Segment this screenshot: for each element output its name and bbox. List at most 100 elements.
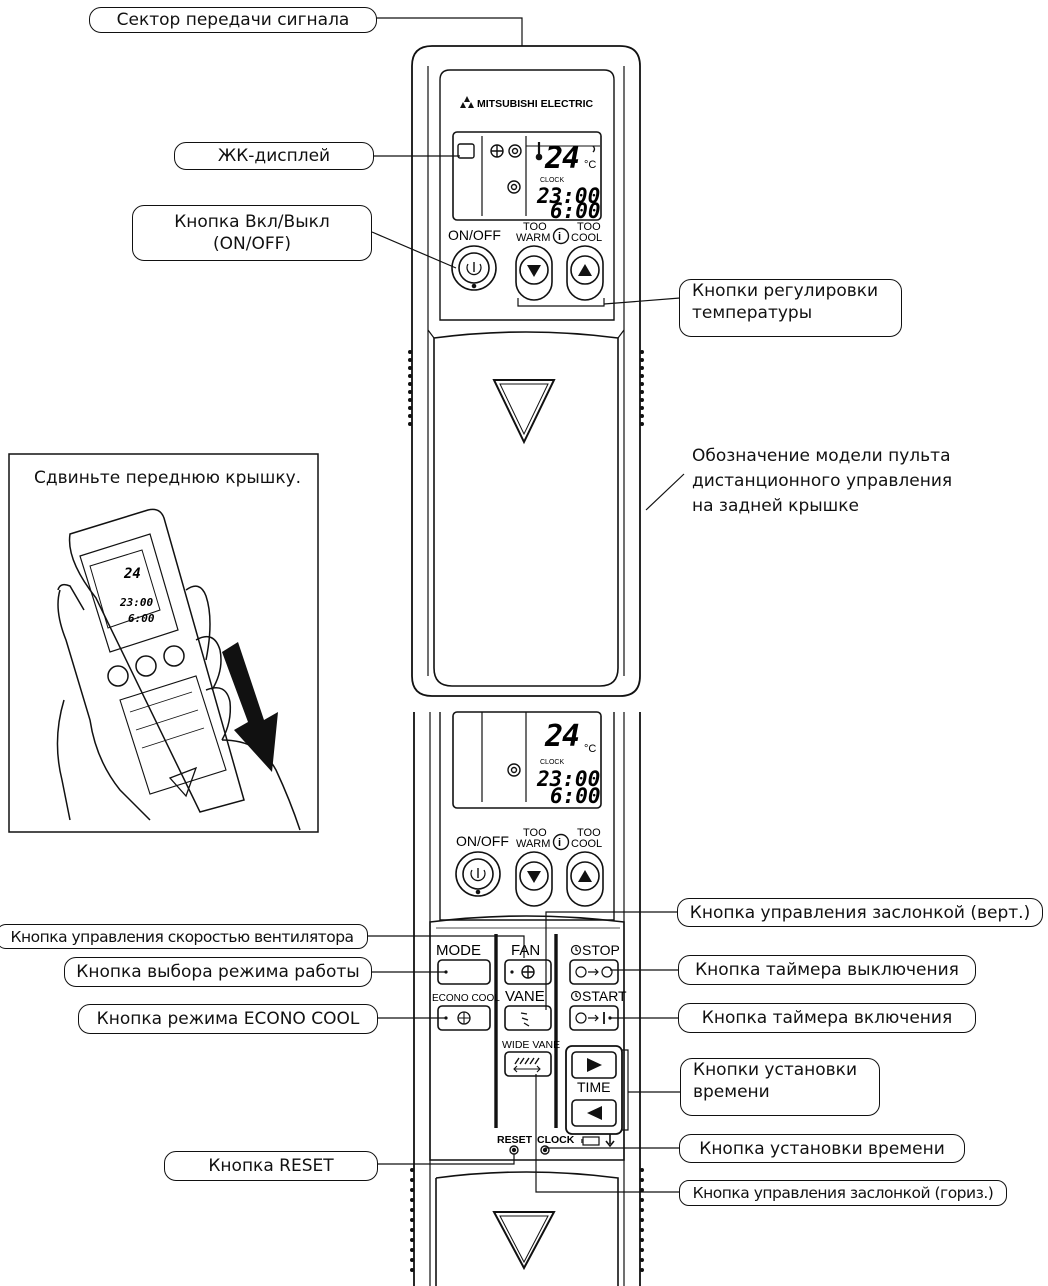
callout-temp-buttons: Кнопки регулировки температуры (679, 279, 902, 337)
start-label: START (582, 988, 627, 1004)
lcd-temperature: 24 (544, 141, 579, 176)
lcd-icons-upper (457, 142, 596, 194)
play-forward-icon (587, 1058, 602, 1072)
callout-time-buttons: Кнопки установки времени (680, 1058, 880, 1116)
lcd-icons-lower (507, 763, 521, 777)
callout-signal-sector-text: Сектор передачи сигнала (116, 10, 350, 30)
stop-label: STOP (582, 942, 620, 958)
callout-clock-set: Кнопка установки времени (679, 1134, 965, 1163)
mode-label: MODE (436, 942, 481, 959)
onoff-label-lower: ON/OFF (456, 833, 509, 849)
callout-reset-text: Кнопка RESET (208, 1156, 334, 1176)
inset-hand-remote (56, 508, 301, 831)
lcd-off-time: 23:00 (536, 184, 600, 208)
callout-econo-cool-text: Кнопка режима ECONO COOL (96, 1009, 360, 1029)
callout-vane-horizontal: Кнопка управления заслонкой (гориз.) (679, 1180, 1007, 1206)
panel-labels: MODE FAN STOP ECONO COOL VANE START WIDE… (432, 942, 627, 1146)
callout-vane-vertical: Кнопка управления заслонкой (верт.) (677, 898, 1043, 927)
svg-text:23:00: 23:00 (119, 596, 153, 609)
callout-off-timer-text: Кнопка таймера выключения (695, 960, 959, 980)
temp-buttons-bracket (517, 298, 605, 307)
svg-text:6:00: 6:00 (128, 612, 155, 625)
clock-bottom-label: CLOCK (537, 1134, 575, 1146)
remote-lower (413, 711, 641, 1286)
callout-time-line2: времени (693, 1082, 770, 1102)
callout-temp-line2: температуры (692, 303, 813, 323)
callout-clock-set-text: Кнопка установки времени (699, 1138, 945, 1159)
timer-icons (570, 944, 582, 1002)
info-icon-lower: i (552, 833, 570, 851)
onoff-button-lower[interactable] (455, 851, 501, 897)
callout-onoff-line1: Кнопка Вкл/Выкл (174, 212, 330, 232)
reset-button[interactable] (509, 1145, 519, 1155)
callout-temp-line1: Кнопки регулировки (692, 281, 879, 301)
too-warm-top: TOO (523, 221, 547, 233)
battery-icon (581, 1134, 615, 1148)
econo-label: ECONO COOL (432, 993, 500, 1004)
lcd-on-time-lower: 6:00 (550, 784, 601, 808)
inset-slide-arrow (222, 642, 278, 772)
temp-up-button-upper[interactable] (566, 245, 604, 301)
callout-mode-select: Кнопка выбора режима работы (64, 957, 372, 987)
clock-button[interactable] (540, 1145, 550, 1155)
time-forward-button[interactable] (571, 1051, 617, 1079)
mode-auto-icon (457, 143, 475, 159)
time-buttons-group (565, 1045, 629, 1135)
reset-label: RESET (497, 1134, 533, 1146)
time-label: TIME (577, 1079, 610, 1095)
fan-button[interactable] (504, 959, 552, 985)
button-labels-upper: ON/OFF TOO WARM TOO COOL (448, 221, 602, 244)
svg-text:i: i (558, 231, 561, 243)
leader-lines (368, 17, 685, 1193)
callout-time-line1: Кнопки установки (693, 1060, 857, 1080)
callout-off-timer: Кнопка таймера выключения (678, 955, 976, 985)
lcd-temperature-lower: 24 (544, 719, 579, 754)
fan-label: FAN (511, 942, 540, 959)
too-cool-top-lower: TOO (577, 827, 601, 839)
remote-lower-dots (410, 1168, 644, 1272)
wide-vane-label: WIDE VANE (502, 1039, 560, 1051)
off-timer-button[interactable] (569, 959, 619, 985)
callout-lcd-display: ЖК-дисплей (174, 142, 374, 170)
onoff-button-upper[interactable] (451, 245, 497, 291)
remote-upper-dots (408, 350, 644, 426)
inset-caption-text: Сдвиньте переднюю крышку. (34, 468, 302, 488)
vane-vert-button[interactable] (504, 1005, 552, 1031)
callout-on-timer: Кнопка таймера включения (678, 1003, 976, 1033)
callout-econo-cool: Кнопка режима ECONO COOL (78, 1004, 378, 1034)
temp-down-button-lower[interactable] (515, 851, 553, 907)
callout-onoff-line2: (ON/OFF) (212, 234, 292, 254)
too-cool-top: TOO (577, 221, 601, 233)
lcd-on-time: 6:00 (550, 199, 601, 223)
temp-down-button-upper[interactable] (515, 245, 553, 301)
too-cool-bottom-lower: COOL (571, 838, 602, 850)
brand-label: MITSUBISHI ELECTRIC (477, 98, 594, 110)
lcd-clock-label: CLOCK (540, 177, 564, 184)
callout-vane-horizontal-text: Кнопка управления заслонкой (гориз.) (692, 1184, 994, 1202)
callout-model-line2: дистанционного управления (692, 471, 953, 491)
time-back-button[interactable] (571, 1099, 617, 1127)
inset-frame (8, 453, 319, 833)
inset-lcd-mini: 24 23:00 6:00 (119, 566, 155, 625)
lcd-temp-unit: °C (584, 159, 596, 171)
svg-text:i: i (558, 837, 561, 849)
callout-reset: Кнопка RESET (164, 1151, 378, 1181)
on-timer-button[interactable] (569, 1005, 619, 1031)
callout-fan-speed: Кнопка управления скоростью вентилятора (0, 924, 368, 949)
inset-caption: Сдвиньте переднюю крышку. (34, 466, 316, 491)
button-labels-lower: ON/OFF TOO WARM TOO COOL (456, 827, 602, 850)
play-back-icon (587, 1106, 602, 1120)
callout-model-designation: Обозначение модели пульта дистанционного… (692, 444, 1012, 519)
callout-signal-sector: Сектор передачи сигнала (89, 7, 377, 33)
svg-text:24: 24 (123, 566, 141, 582)
lcd-off-time-lower: 23:00 (536, 767, 600, 791)
callout-fan-speed-text: Кнопка управления скоростью вентилятора (10, 927, 354, 946)
wide-vane-button[interactable] (504, 1051, 552, 1077)
mitsubishi-logo: MITSUBISHI ELECTRIC (460, 96, 594, 110)
lcd-temp-unit-lower: °C (584, 743, 596, 755)
too-cool-bottom: COOL (571, 232, 602, 244)
too-warm-bottom: WARM (516, 232, 550, 244)
temp-up-button-lower[interactable] (566, 851, 604, 907)
callout-lcd-display-text: ЖК-дисплей (217, 146, 331, 166)
vane-label: VANE (505, 988, 545, 1005)
